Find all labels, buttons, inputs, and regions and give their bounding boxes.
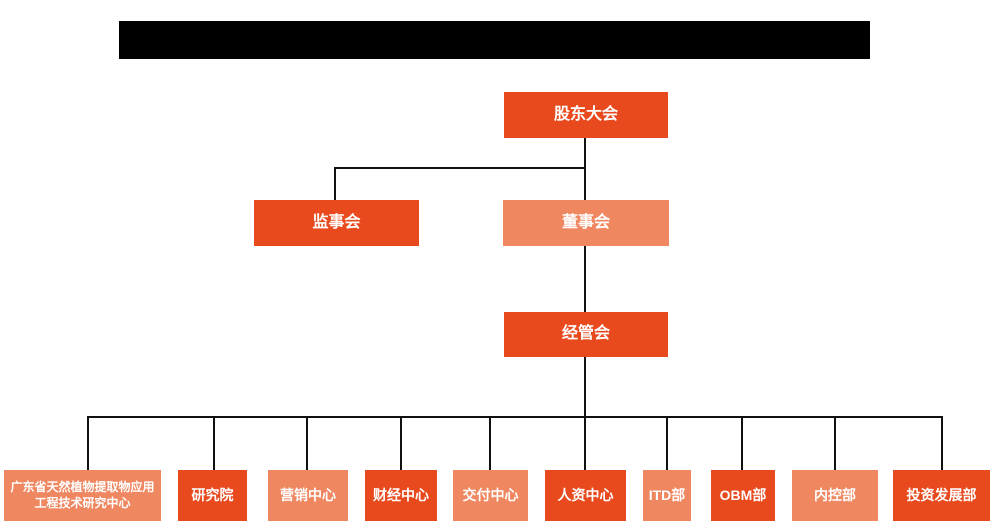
- node-dept-investment-development: 投资发展部: [893, 470, 990, 521]
- connector-dept-drop-10: [941, 416, 943, 470]
- node-board-of-directors: 董事会: [503, 200, 669, 246]
- connector-dept-drop-3: [306, 416, 308, 470]
- connector-dept-drop-2: [213, 416, 215, 470]
- redacted-title-bar: [119, 21, 870, 59]
- connector-supervisory-drop: [334, 167, 336, 200]
- connector-branch-horizontal: [335, 167, 586, 169]
- node-dept-obm: OBM部: [711, 470, 775, 521]
- node-dept-hr-center: 人资中心: [545, 470, 626, 521]
- connector-dept-drop-7: [666, 416, 668, 470]
- connector-board-to-management: [584, 246, 586, 312]
- node-dept-marketing-center: 营销中心: [268, 470, 348, 521]
- node-dept-research-institute: 研究院: [178, 470, 247, 521]
- node-management-committee: 经管会: [504, 312, 668, 357]
- node-dept-guangdong-research-center: 广东省天然植物提取物应用工程技术研究中心: [4, 470, 161, 521]
- connector-dept-drop-9: [834, 416, 836, 470]
- connector-management-down: [584, 357, 586, 470]
- node-supervisory-board: 监事会: [254, 200, 419, 246]
- node-shareholders-meeting: 股东大会: [504, 92, 668, 138]
- connector-dept-drop-5: [489, 416, 491, 470]
- node-dept-itd: ITD部: [643, 470, 691, 521]
- connector-distributor-horizontal: [87, 416, 943, 418]
- node-dept-internal-control: 内控部: [792, 470, 878, 521]
- node-dept-delivery-center: 交付中心: [453, 470, 528, 521]
- node-dept-finance-center: 财经中心: [365, 470, 437, 521]
- connector-dept-drop-8: [741, 416, 743, 470]
- connector-dept-drop-4: [400, 416, 402, 470]
- connector-dept-drop-1: [87, 416, 89, 470]
